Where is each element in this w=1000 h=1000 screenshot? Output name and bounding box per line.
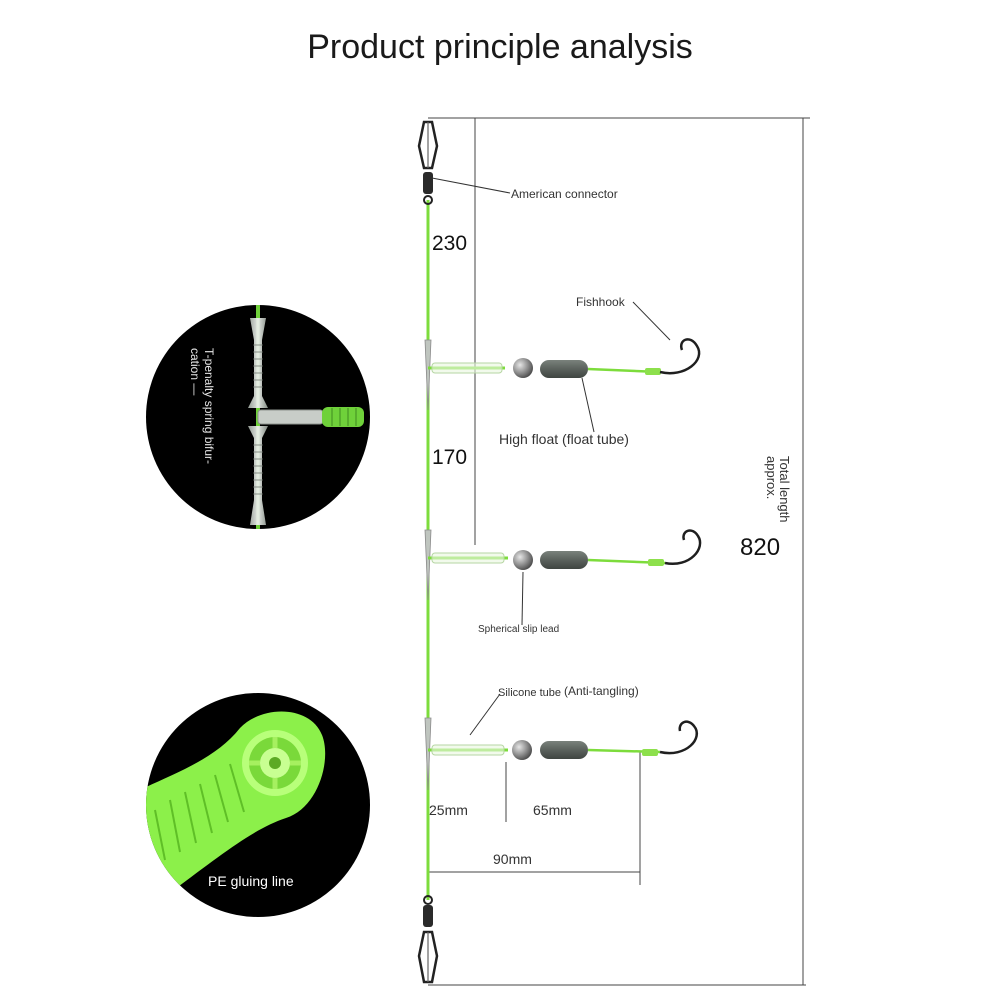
branch-1: [424, 338, 701, 411]
top-snap-swivel: [417, 120, 439, 205]
high-float-label: High float (float tube): [499, 431, 629, 447]
branch-3: [424, 717, 698, 791]
total-length-value: 820: [740, 534, 780, 561]
t-penalty-label-line1: T-penalty spring bifur-: [202, 348, 216, 464]
american-connector-label: American connector: [511, 187, 618, 201]
anti-tangling-label: (Anti-tangling): [564, 684, 639, 698]
leader-lines: [431, 177, 671, 736]
segment-mid-value: 170: [432, 446, 467, 469]
segment-top-value: 230: [432, 232, 467, 255]
pe-gluing-line-label: PE gluing line: [208, 873, 294, 889]
spherical-slip-lead-label: Spherical slip lead: [478, 624, 559, 635]
fishhook-label: Fishhook: [576, 295, 626, 309]
pe-detail-circle: PE gluing line: [146, 693, 370, 917]
dimension-frame: [428, 117, 810, 986]
approx-label: approx.: [764, 456, 779, 499]
total-length-label: Total length: [777, 456, 792, 523]
dim-65mm: 65mm: [533, 802, 572, 818]
branch-2: [424, 529, 702, 601]
page-title: Product principle analysis: [307, 28, 693, 66]
spring-detail-circle: T-penalty spring bifur- cation —: [146, 305, 370, 529]
dim-90mm: 90mm: [493, 851, 532, 867]
t-penalty-label-line2: cation —: [188, 348, 202, 395]
silicone-tube-label: Silicone tube: [498, 687, 561, 699]
dim-25mm: 25mm: [429, 802, 468, 818]
bottom-snap-swivel: [417, 895, 439, 984]
